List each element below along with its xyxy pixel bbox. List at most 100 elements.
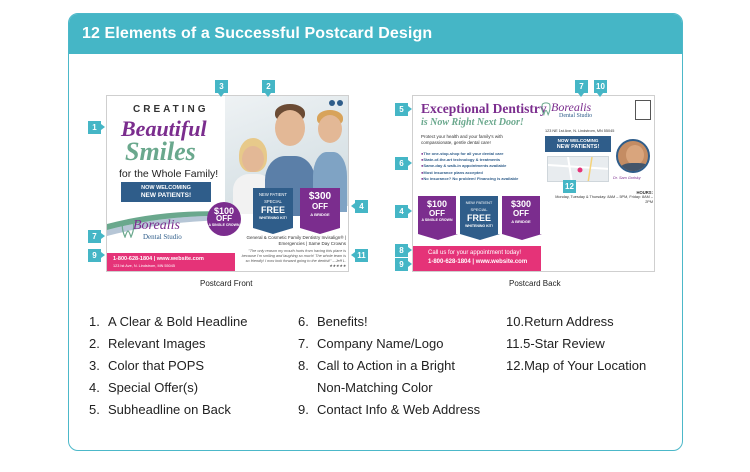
offer-price: $100	[426, 199, 448, 209]
benefit-item: Same-day & walk-in appointments availabl…	[421, 163, 518, 169]
callout-tag-5: 5	[395, 103, 412, 116]
callout-tag-3: 3	[215, 80, 228, 97]
list-item: 5.Subheadline on Back	[89, 399, 247, 421]
doctor-name: Dr. Sam Gorlsky	[613, 176, 641, 180]
offer-desc: WHITENING KIT!	[259, 216, 287, 220]
list-text: Return Address	[524, 314, 614, 329]
benefit-item: The one-stop-shop for all your dental ca…	[421, 151, 518, 157]
callout-tag-9b: 9	[395, 258, 412, 271]
callout-tag-8: 8	[395, 244, 412, 257]
social-icon[interactable]	[337, 100, 343, 106]
cta-text: Call us for your appointment today!	[428, 250, 522, 256]
callout-tag-12: 12	[563, 180, 576, 193]
list-item: 10.Return Address	[506, 311, 646, 333]
offer-line-1: NEW PATIENT	[465, 200, 493, 205]
list-text: 5-Star Review	[523, 336, 605, 351]
benefit-item: No insurance? No problem! Financing is a…	[421, 176, 518, 182]
logo-name: Borealis	[133, 218, 180, 233]
list-number: 4.	[89, 380, 100, 395]
back-offer-bridge: $300 OFF A BRIDGE	[502, 196, 542, 240]
tooth-logo-icon	[121, 220, 135, 238]
hours-text: Monday, Tuesday & Thursday: 8AM – 5PM, F…	[555, 195, 653, 204]
offer-desc: A BRIDGE	[310, 212, 330, 217]
list-item: Non-Matching Color	[298, 377, 480, 399]
list-text: Benefits!	[317, 314, 368, 329]
elements-list-col2: 6. Benefits! 7.Company Name/Logo 8.Call t…	[298, 311, 480, 421]
logo-subtitle: Dental Studio	[559, 113, 593, 119]
logo-subtitle: Dental Studio	[143, 233, 182, 241]
list-number: 2.	[89, 336, 100, 351]
postage-stamp-icon	[635, 100, 651, 120]
offer-desc: WHITENING KIT!	[465, 224, 493, 228]
elements-list-col3: 10.Return Address 11.5-Star Review 12.Ma…	[506, 311, 646, 377]
offer-off: OFF	[312, 202, 328, 211]
callout-tag-7: 7	[88, 230, 105, 243]
tooth-logo-icon	[541, 102, 551, 116]
back-offer-whitening: NEW PATIENT SPECIAL FREE WHITENING KIT!	[460, 196, 500, 240]
elements-list-col1: 1. A Clear & Bold Headline 2. Relevant Ima…	[89, 311, 247, 421]
list-number: 7.	[298, 336, 309, 351]
welcome-line-1: NOW WELCOMING	[141, 185, 191, 191]
list-number: 3.	[89, 358, 100, 373]
offer-big: FREE	[260, 205, 285, 215]
front-kicker: CREATING	[133, 104, 209, 115]
offer-desc: A BRIDGE	[511, 219, 531, 224]
back-benefits-list: The one-stop-shop for all your dental ca…	[421, 151, 518, 182]
list-number: 6.	[298, 314, 309, 329]
offer-price: $100	[213, 206, 235, 216]
postcard-back: Exceptional Dentistry is Now Right Next …	[412, 95, 655, 272]
front-company-logo: Borealis Dental Studio	[121, 216, 201, 246]
back-contact-info: 1-800-628-1804 | www.website.com	[428, 259, 528, 265]
offer-desc: A SINGLE CROWN	[421, 218, 453, 222]
list-item: 8.Call to Action in a Bright	[298, 355, 480, 377]
front-headline-smiles: Smiles	[125, 137, 196, 166]
benefit-item: State-of-the-art technology & treatments	[421, 157, 518, 163]
callout-tag-2: 2	[262, 80, 275, 97]
doctor-photo	[616, 139, 650, 173]
offer-off: OFF	[429, 209, 445, 218]
office-hours: HOURS: Monday, Tuesday & Thursday: 8AM –…	[555, 190, 653, 205]
callout-tag-1: 1	[88, 121, 105, 134]
welcome-line-2: NEW PATIENTS!	[556, 144, 600, 150]
front-address: 123 Ist Ave, N. Lindstrom, MN 55045	[113, 264, 175, 268]
callout-tag-4: 4	[351, 200, 368, 213]
callout-tag-4b: 4	[395, 205, 412, 218]
callout-tag-6: 6	[395, 157, 412, 170]
offer-line-1: NEW PATIENT	[259, 192, 287, 197]
list-item: 4. Special Offer(s)	[89, 377, 247, 399]
back-protect-text: Protect your health and your family's wi…	[421, 134, 503, 145]
list-item: 9.Contact Info & Web Address	[298, 399, 480, 421]
front-offer-crown: $100 OFF A SINGLE CROWN	[207, 202, 241, 236]
callout-tag-9: 9	[88, 249, 105, 262]
front-headline-tagline: for the Whole Family!	[119, 168, 219, 180]
list-text: Special Offer(s)	[108, 380, 199, 395]
list-number: 12.	[506, 358, 525, 373]
back-headline: Exceptional Dentistry	[421, 101, 547, 116]
callout-tag-10: 10	[594, 80, 607, 97]
call-to-action-bar[interactable]: Call us for your appointment today! 1-80…	[413, 246, 541, 271]
benefit-item: Most insurance plans accepted	[421, 170, 518, 176]
list-text: A Clear & Bold Headline	[108, 314, 248, 329]
back-welcome-banner: NOW WELCOMING NEW PATIENTS!	[545, 136, 611, 152]
back-caption: Postcard Back	[509, 279, 561, 288]
list-item: 6. Benefits!	[298, 311, 480, 333]
front-offer-whitening: NEW PATIENT SPECIAL FREE WHITENING KIT!	[253, 188, 293, 234]
list-text: Relevant Images	[108, 336, 206, 351]
front-five-star-review: "The only reason my mouth hurts from hav…	[241, 249, 346, 268]
welcome-line-2: NEW PATIENTS!	[140, 192, 192, 199]
list-number: 8.	[298, 358, 309, 373]
list-item: 7.Company Name/Logo	[298, 333, 480, 355]
list-number: 11.	[506, 336, 524, 351]
list-item: 1. A Clear & Bold Headline	[89, 311, 247, 333]
list-number: 9.	[298, 402, 309, 417]
location-map[interactable]	[547, 156, 609, 182]
front-contact-info: 1-800-628-1804 | www.website.com	[113, 256, 204, 262]
list-text: Map of Your Location	[524, 358, 647, 373]
logo-name: Borealis	[551, 100, 592, 114]
callout-tag-7b: 7	[575, 80, 588, 97]
social-icon[interactable]	[329, 100, 335, 106]
list-number: 1.	[89, 314, 100, 329]
front-headline-beautiful: Beautiful	[121, 116, 207, 141]
offer-desc: A SINGLE CROWN	[208, 223, 240, 227]
list-text: Subheadline on Back	[108, 402, 231, 417]
